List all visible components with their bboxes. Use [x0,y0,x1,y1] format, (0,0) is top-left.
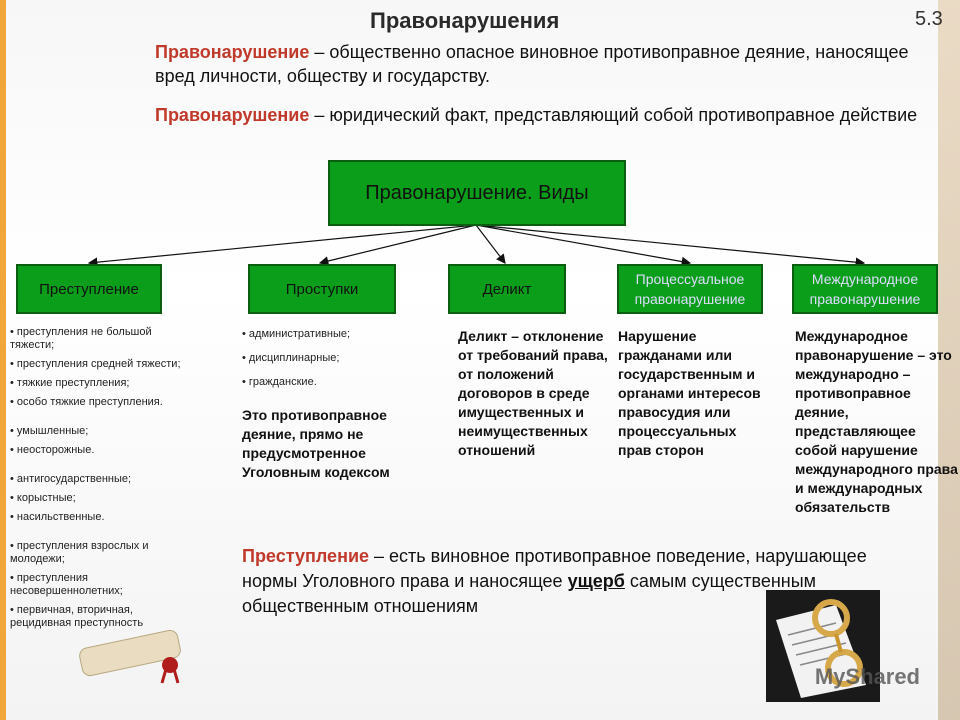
list-item: • первичная, вторичная, рецидивная прест… [10,604,144,629]
definition-2: Правонарушение – юридический факт, предс… [155,103,945,127]
arrow-to-misdemeanor [318,224,477,266]
definition-text: – юридический факт, представляющий собой… [309,105,918,125]
delict-description: Деликт – отклонение от требований права,… [458,328,608,458]
right-strip [938,0,960,720]
crime-definition: Преступление – есть виновное противоправ… [242,544,922,619]
slide-title: Правонарушения [370,8,560,33]
definition-text: самым существенным общественным отношени… [242,571,817,616]
list-item: • умышленные; [10,425,89,437]
highlight-word: ущерб [567,571,625,591]
misdemeanor-description: Это противоправное деяние, прямо не пред… [242,407,390,480]
category-delict: Деликт [448,264,566,314]
list-item: • административные; [242,328,351,340]
category-label: Деликт [482,280,532,298]
list-item: • преступления несовершеннолетних; [10,572,123,597]
tree-connectors [87,224,866,267]
category-label: Процессуальное правонарушение [634,271,746,307]
scroll-decoration [79,629,181,684]
list-item: • преступления средней тяжести; [10,358,181,370]
definition-text: – общественно опасное виновное противопр… [155,42,909,86]
category-label: Международное правонарушение [809,271,921,307]
category-misdemeanor: Проступки [248,264,396,314]
definition-term: Правонарушение [155,105,310,125]
category-label: Проступки [285,280,359,298]
list-item: • тяжкие преступления; [10,377,130,389]
root-box-label: Правонарушение. Виды [365,181,589,204]
category-international: Международное правонарушение [792,264,938,314]
definition-term: Правонарушение [155,42,310,62]
misdemeanor-types-list: • административные; • дисциплинарные; • … [242,328,432,395]
list-item: • дисциплинарные; [242,352,340,364]
category-label: Преступление [39,280,139,298]
arrow-to-international [475,224,866,267]
handcuffs-image [766,590,880,702]
slide-number: 5.3 [915,8,943,30]
list-item: • корыстные; [10,492,76,504]
arrow-to-procedural [475,224,692,267]
list-item: • неосторожные. [10,444,95,456]
definition-1: Правонарушение – общественно опасное вин… [155,40,945,88]
root-box: Правонарушение. Виды [328,160,626,226]
definition-term: Преступление [242,546,370,566]
definition-text: – есть виновное противоправное поведение… [242,546,867,591]
category-crime: Преступление [16,264,162,314]
list-item: • насильственные. [10,511,105,523]
international-description: Международное правонарушение – это между… [795,328,958,515]
list-item: • преступления взрослых и молодежи; [10,540,149,565]
list-item: • преступления не большой тяжести; [10,326,152,351]
list-item: • гражданские. [242,376,317,388]
arrow-to-crime [87,224,477,267]
procedural-description: Нарушение гражданами или государственным… [618,328,761,458]
list-item: • антигосударственные; [10,473,132,485]
category-procedural: Процессуальное правонарушение [617,264,763,314]
crime-types-list: • преступления не большой тяжести; • пре… [10,326,195,636]
watermark: MyShared [814,664,920,689]
list-item: • особо тяжкие преступления. [10,396,163,408]
arrow-to-delict [475,224,506,264]
